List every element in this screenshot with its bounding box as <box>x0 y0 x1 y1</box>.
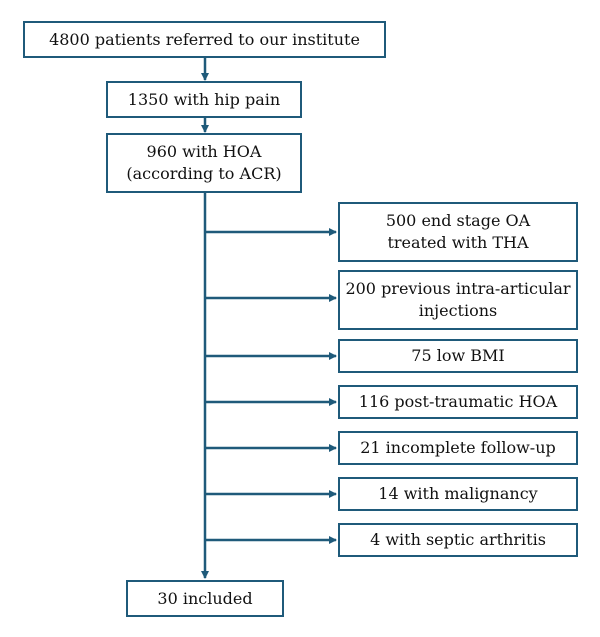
exclusion-7-line1: 4 with septic arthritis <box>370 530 546 549</box>
exclusion-2-line1: 200 previous intra-articular <box>345 279 571 298</box>
hoa-text-line2: (according to ACR) <box>126 164 282 183</box>
exclusion-2-line2: injections <box>418 301 498 320</box>
hip-pain-text: 1350 with hip pain <box>127 89 281 109</box>
exclusion-box-5: 21 incomplete follow-up <box>338 431 578 465</box>
exclusion-1-line2: treated with THA <box>387 233 529 252</box>
exclusion-1-line1: 500 end stage OA <box>385 211 531 230</box>
included-text: 30 included <box>157 588 253 608</box>
exclusion-box-3: 75 low BMI <box>338 339 578 373</box>
included-box: 30 included <box>126 580 284 617</box>
exclusion-box-6: 14 with malignancy <box>338 477 578 511</box>
exclusion-6-line1: 14 with malignancy <box>378 484 538 503</box>
hoa-text-line1: 960 with HOA <box>146 142 262 161</box>
exclusion-3-line1: 75 low BMI <box>411 346 505 365</box>
referred-box: 4800 patients referred to our institute <box>23 21 386 58</box>
referred-text: 4800 patients referred to our institute <box>49 29 360 49</box>
exclusion-5-line1: 21 incomplete follow-up <box>360 438 556 457</box>
exclusion-box-2: 200 previous intra-articular injections <box>338 270 578 330</box>
exclusion-box-7: 4 with septic arthritis <box>338 523 578 557</box>
exclusion-4-line1: 116 post-traumatic HOA <box>358 392 558 411</box>
hoa-box: 960 with HOA (according to ACR) <box>106 133 302 193</box>
hip-pain-box: 1350 with hip pain <box>106 81 302 118</box>
exclusion-box-4: 116 post-traumatic HOA <box>338 385 578 419</box>
exclusion-box-1: 500 end stage OA treated with THA <box>338 202 578 262</box>
